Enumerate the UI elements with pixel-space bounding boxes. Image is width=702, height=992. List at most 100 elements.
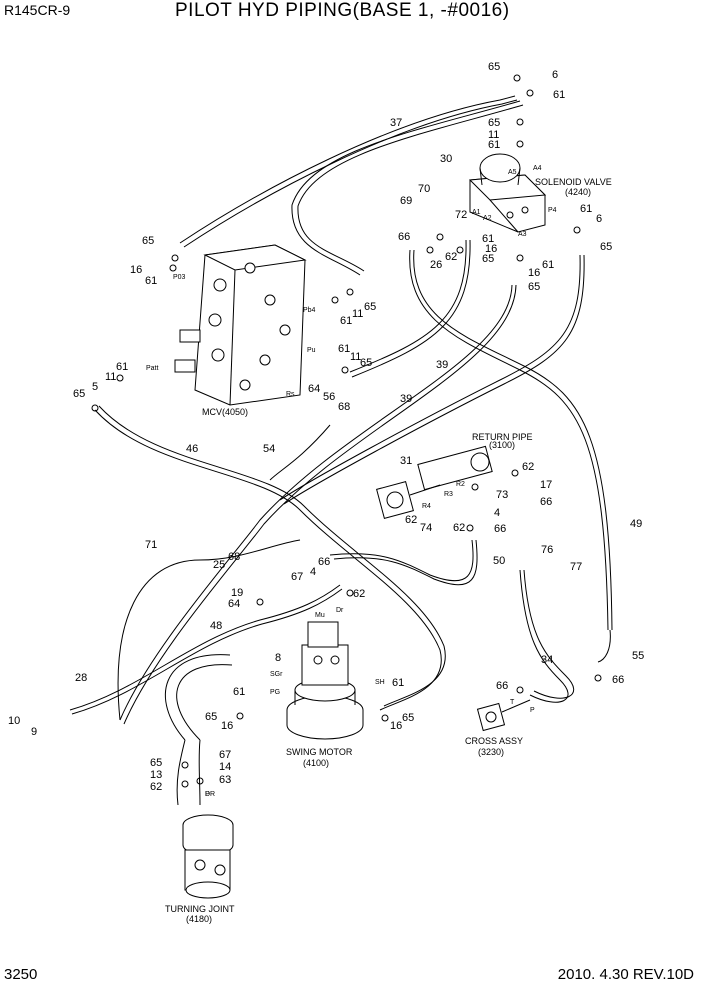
revision-date: 2010. 4.30 REV.10D (557, 966, 694, 983)
mcv-block (174, 244, 307, 406)
callout-label: 16 (528, 267, 540, 279)
callout-label: 66 (496, 680, 508, 692)
page-number: 3250 (4, 966, 38, 983)
callout-label: 66 (398, 231, 410, 243)
pipe-55 (597, 629, 611, 663)
pipe-31 (119, 284, 513, 721)
callout-label: 4 (494, 507, 500, 519)
callout-label: 76 (541, 544, 553, 556)
callout-label: 39 (400, 393, 412, 405)
callout-label: 55 (632, 650, 644, 662)
callout-label: 61 (392, 677, 404, 689)
pipe-30 (291, 100, 521, 276)
callout-label: (3100) (489, 440, 515, 450)
callout-label: 62 (445, 251, 457, 263)
return-pipe (376, 445, 493, 519)
callout-label: 62 (522, 461, 534, 473)
callout-label: 6 (596, 213, 602, 225)
callout-label: PG (270, 689, 280, 696)
callout-label: 65 (360, 357, 372, 369)
callout-label: Pb4 (303, 307, 316, 314)
callout-label: 61 (488, 139, 500, 151)
callout-label: 16 (130, 264, 142, 276)
callout-label: 61 (580, 203, 592, 215)
callout-label: P4 (548, 207, 557, 214)
callout-label: (3230) (478, 747, 504, 757)
callout-label: 28 (75, 672, 87, 684)
callout-label: 65 (150, 757, 162, 769)
callout-label: 6 (552, 69, 558, 81)
callout-label: 74 (420, 522, 432, 534)
callout-label: 67 (219, 749, 231, 761)
callout-label: 66 (494, 523, 506, 535)
callout-label: 19 (231, 587, 243, 599)
callout-label: 61 (145, 275, 157, 287)
callout-label: R4 (422, 503, 431, 510)
callout-label: 17 (540, 479, 552, 491)
callout-label: P03 (173, 274, 186, 281)
callout-label: 11 (350, 351, 361, 363)
callout-label: 66 (540, 496, 552, 508)
callout-label: 9 (31, 726, 37, 738)
callout-label: 64 (308, 383, 320, 395)
callout-label: Mu (315, 612, 325, 619)
callout-label: 61 (542, 259, 554, 271)
callout-label: 11 (488, 129, 499, 141)
callout-label: T (510, 699, 515, 706)
callout-label: 65 (488, 117, 500, 129)
callout-label: 10 (8, 715, 20, 727)
callout-label: A4 (533, 165, 542, 172)
callout-label: 61 (338, 343, 350, 355)
callout-label: 68 (338, 401, 350, 413)
callout-label: (4180) (186, 914, 212, 924)
callout-label: (4100) (303, 758, 329, 768)
turning-joint (182, 814, 234, 899)
callout-label: 26 (430, 259, 442, 271)
callout-label: A2 (483, 215, 492, 222)
callout-label: 30 (440, 153, 452, 165)
pipe-to-joint (176, 739, 186, 806)
callout-label: 68 (228, 551, 240, 563)
callout-label: P (205, 791, 210, 798)
callout-label: 54 (263, 443, 275, 455)
callout-label: SH (375, 679, 385, 686)
pipe-71 (117, 539, 301, 721)
callout-label: 5 (92, 381, 98, 393)
callout-label: A5 (508, 169, 517, 176)
callout-label: 4 (310, 566, 316, 578)
callout-label: 16 (390, 720, 402, 732)
callout-label: 11 (352, 308, 363, 320)
callout-label: 46 (186, 443, 198, 455)
callout-label: 49 (630, 518, 642, 530)
callout-label: 48 (210, 620, 222, 632)
callout-label: R3 (444, 491, 453, 498)
callout-label: (4240) (565, 187, 591, 197)
callout-label: 65 (142, 235, 154, 247)
callout-label: R2 (456, 481, 465, 488)
callout-label: 67 (291, 571, 303, 583)
callout-label: 66 (612, 674, 624, 686)
callout-label: 66 (318, 556, 330, 568)
callout-label: SWING MOTOR (286, 747, 353, 757)
model-code: R145CR-9 (4, 2, 71, 18)
callout-label: 65 (205, 711, 217, 723)
callout-label: Pu (307, 347, 316, 354)
pipe-28 (69, 584, 341, 711)
callout-label: Dr (336, 607, 344, 614)
pipe-34 (519, 569, 569, 703)
callout-label: 31 (400, 455, 412, 467)
callout-label: 13 (150, 769, 162, 781)
callout-label: 62 (405, 514, 417, 526)
callout-label: 73 (496, 489, 508, 501)
callout-label: 61 (553, 89, 565, 101)
pipe-49 (279, 254, 581, 501)
callout-label: 65 (402, 712, 414, 724)
callout-label: 34 (541, 654, 553, 666)
callout-label: 65 (528, 281, 540, 293)
pipe-39-lower (409, 249, 609, 631)
callout-label: Patt (146, 365, 159, 372)
callout-label: 16 (485, 243, 497, 255)
